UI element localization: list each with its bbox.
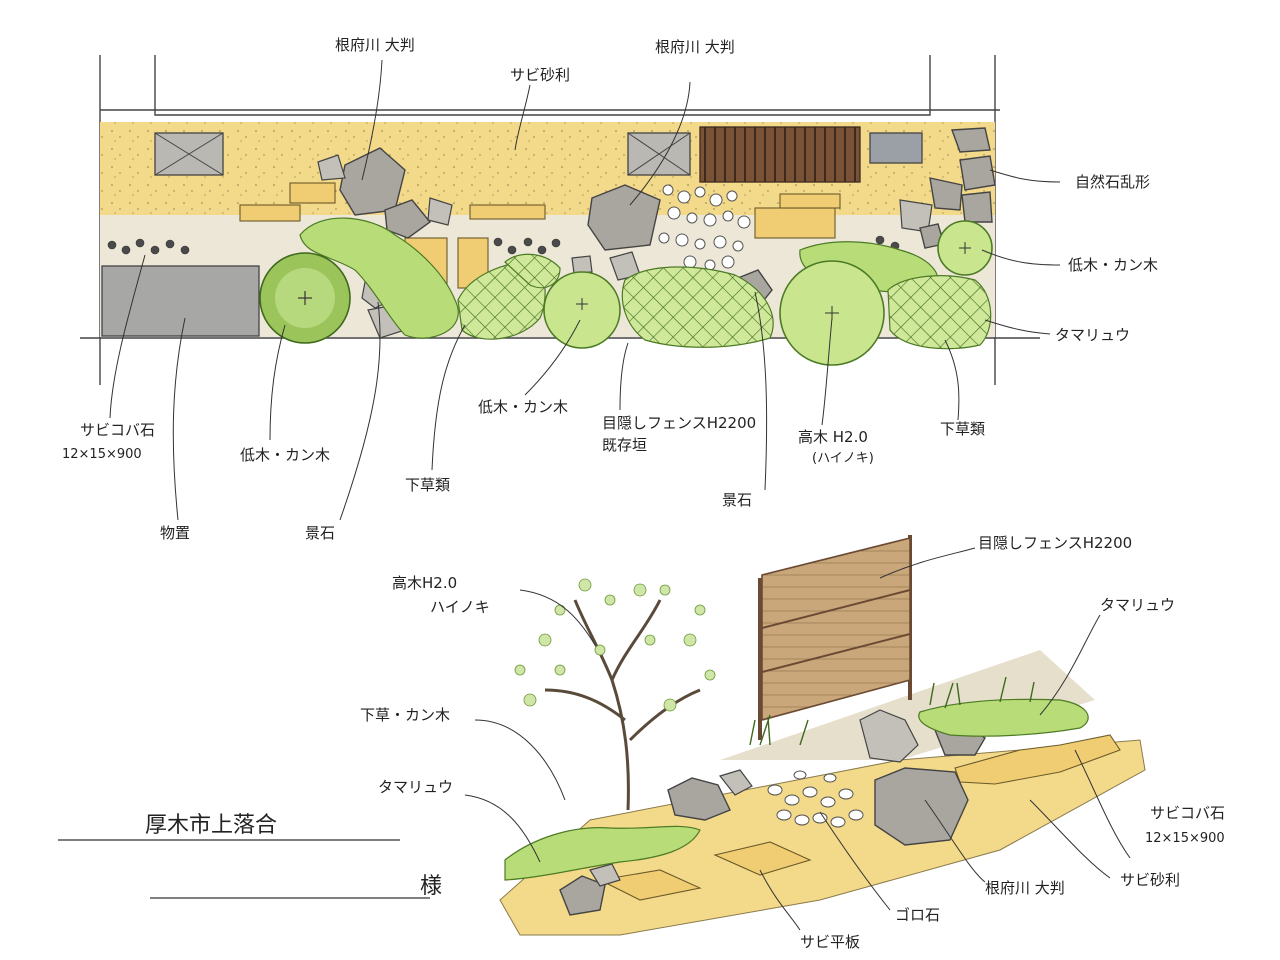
label-keiseki-left: 景石 <box>305 524 335 542</box>
label-sabi-kobaishi-size: 12×15×900 <box>62 447 142 462</box>
label-shizen-ishi: 自然石乱形 <box>1075 173 1150 191</box>
pebble-patch-dark <box>107 235 900 255</box>
perspective-tree <box>514 578 716 811</box>
utility-boxes <box>154 132 923 176</box>
perspective-slabs <box>598 734 1121 901</box>
label-neyoshi-top-left: 根府川 大判 <box>335 36 415 54</box>
ground-cover-plan <box>299 217 992 350</box>
persp-label-sabi-jari: サビ砂利 <box>1120 871 1180 889</box>
persp-label-shitakusa: 下草・カン木 <box>360 706 450 724</box>
plan-leader-lines <box>109 59 1061 521</box>
persp-label-tamaryu-left: タマリュウ <box>378 778 453 796</box>
trees-plan <box>259 220 993 366</box>
persp-label-sabi-kobaishi-size: 12×15×900 <box>1145 831 1225 846</box>
persp-label-goroishi: ゴロ石 <box>895 906 940 924</box>
storage-shed <box>101 265 260 337</box>
landscape-stones-perspective <box>559 709 986 916</box>
ground-cover-perspective <box>504 676 1089 881</box>
label-shitakusa-right: 下草類 <box>940 420 985 438</box>
label-sabi-jari-top: サビ砂利 <box>510 66 570 84</box>
tree-icon <box>259 252 351 344</box>
label-shitakusa-center: 下草類 <box>405 476 450 494</box>
client-honorific: 様 <box>420 874 442 899</box>
label-koboku: 高木 H2.0 <box>798 428 868 446</box>
label-monooki: 物置 <box>160 524 190 542</box>
natural-stone-paving <box>899 127 996 233</box>
client-title-block: 厚木市上落合 様 <box>58 813 442 899</box>
persp-label-tamaryu-right: タマリュウ <box>1100 596 1175 614</box>
persp-label-koboku: 高木H2.0 <box>392 574 457 592</box>
label-koboku-sub: (ハイノキ) <box>812 451 874 466</box>
perspective-leader-lines <box>464 547 1131 931</box>
goroishi-pebbles <box>767 770 864 828</box>
wood-deck <box>699 126 861 183</box>
persp-label-koboku-sub: ハイノキ <box>430 598 490 616</box>
perspective-view: 目隠しフェンスH2200 高木H2.0 ハイノキ 下草・カン木 タマリュウ タマ… <box>360 534 1225 951</box>
persp-label-sabi-hiraita: サビ平板 <box>800 933 860 951</box>
persp-label-sabi-kobaishi: サビコバ石 <box>1150 804 1225 822</box>
label-neyoshi-top-right: 根府川 大判 <box>655 38 735 56</box>
label-sabi-kobaishi: サビコバ石 <box>80 421 155 439</box>
label-fuboku-left: 低木・カン木 <box>240 446 330 464</box>
persp-label-neyoshi: 根府川 大判 <box>985 879 1065 897</box>
plan-view: 根府川 大判 サビ砂利 根府川 大判 自然石乱形 低木・カン木 タマリュウ 下草… <box>62 36 1158 542</box>
label-fuboku-right: 低木・カン木 <box>1068 256 1158 274</box>
label-fence: 目隠しフェンスH2200 <box>602 414 756 432</box>
persp-label-fence: 目隠しフェンスH2200 <box>978 534 1132 552</box>
label-fence-sub: 既存垣 <box>602 436 647 454</box>
label-keiseki-center: 景石 <box>722 491 752 509</box>
client-place: 厚木市上落合 <box>145 813 277 838</box>
label-tamaryu-right: タマリュウ <box>1055 326 1130 344</box>
fence-icon <box>758 535 912 740</box>
label-fuboku-center: 低木・カン木 <box>478 398 568 416</box>
pebble-patch-center <box>658 184 751 271</box>
sabi-gravel-area <box>100 122 995 217</box>
